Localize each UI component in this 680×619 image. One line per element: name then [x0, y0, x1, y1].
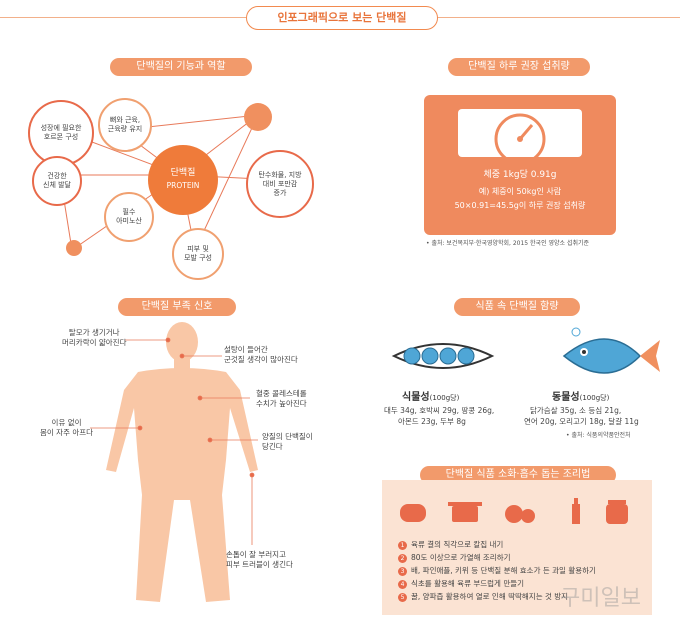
daily-line-3: 50×0.91=45.5g이 하루 권장 섭취량: [454, 201, 586, 210]
animal-title-unit: (100g당): [579, 394, 610, 402]
daily-title: 단백질 하루 권장 섭취량: [448, 58, 590, 76]
scale-dial-icon: [494, 113, 546, 157]
sign-nails: 손톱이 잘 부러지고 피부 트러블이 생긴다: [226, 550, 293, 569]
animal-line-1: 닭가슴살 35g, 소 등심 21g,: [530, 406, 622, 415]
daily-source: • 출처: 보건복지부·한국영양학회, 2015 한국인 영양소 섭취기준: [426, 240, 590, 247]
animal-title: 동물성(100g당): [552, 388, 609, 403]
sign-sick: 이유 없이 몸이 자주 아프다: [40, 418, 94, 437]
cooking-panel: [382, 480, 652, 615]
jar-icon: [606, 500, 628, 524]
animal-title-label: 동물성: [552, 392, 580, 403]
title-rule-right: [436, 17, 680, 18]
function-node-skin: 피부 및 모발 구성: [172, 228, 224, 280]
tip-bullet-icon: 1: [398, 540, 407, 550]
cooking-tip-5-text: 꿀, 양파즙 활용하여 열로 인해 딱딱해지는 것 방지: [411, 592, 569, 601]
deficiency-title: 단백질 부족 신호: [118, 298, 236, 316]
cooking-title: 단백질 식품 소화·흡수 돕는 조리법: [420, 466, 616, 484]
cooking-tip-4-text: 식초를 활용해 육류 부드럽게 만들기: [411, 579, 525, 588]
daily-line-2: 예) 체중이 50kg인 사람: [478, 187, 562, 196]
function-center-label: 단백질: [170, 168, 196, 178]
animal-line-2: 연어 20g, 오리고기 18g, 달걀 11g: [524, 417, 639, 426]
cooking-tip-1: 1 육류 결의 직각으로 칼집 내기: [398, 540, 503, 550]
main-title: 인포그래픽으로 보는 단백질: [246, 6, 438, 30]
sign-cholesterol: 혈중 콜레스테롤 수치가 높아진다: [256, 389, 307, 408]
decor-dot-small: [66, 240, 82, 256]
tip-bullet-icon: 2: [398, 553, 407, 563]
peapod-icon: [391, 343, 495, 369]
steak-icon: [400, 504, 426, 522]
watermark: 구미일보: [560, 586, 641, 611]
cooking-tip-2: 2 80도 이상으로 가열해 조리하기: [398, 553, 511, 563]
plant-title-label: 식물성: [402, 392, 430, 403]
function-center-sub: PROTEIN: [166, 181, 200, 190]
daily-line-1: 체중 1kg당 0.91g: [483, 170, 557, 180]
tip-bullet-icon: 4: [398, 579, 407, 589]
cooking-tip-3: 3 배, 파인애플, 키위 등 단백질 분해 효소가 든 과일 활용하기: [398, 566, 596, 576]
plant-line-1: 대두 34g, 호박씨 29g, 땅콩 26g,: [384, 406, 495, 415]
function-node-muscle: 뼈와 근육, 근육량 유지: [98, 98, 152, 152]
cooking-icons: [400, 498, 628, 524]
plant-title-unit: (100g당): [429, 394, 460, 402]
functions-title: 단백질의 기능과 역할: [110, 58, 252, 76]
plant-line-2: 아몬드 23g, 두부 8g: [398, 417, 466, 426]
food-title: 식품 속 단백질 함량: [454, 298, 580, 316]
pot-icon: [448, 502, 482, 522]
bottle-icon: [572, 498, 580, 524]
food-source: • 출처: 식품의약품안전처: [566, 432, 631, 439]
fish-icon: [562, 327, 660, 374]
function-node-hormone: 성장에 필요한 호르몬 구성: [28, 100, 94, 166]
cooking-tip-5: 5 꿀, 양파즙 활용하여 열로 인해 딱딱해지는 것 방지: [398, 592, 568, 602]
function-node-amino: 필수 아미노산: [104, 192, 154, 242]
deficiency-leader-lines: [90, 337, 258, 545]
sign-hair: 탈모가 생기거나 머리카락이 얇아진다: [62, 328, 127, 347]
function-center: 단백질 PROTEIN: [148, 145, 218, 215]
function-node-development: 건강한 신체 발달: [32, 156, 82, 206]
function-node-satiety: 탄수화물, 지방 대비 포만감 증가: [246, 150, 314, 218]
cooking-tip-4: 4 식초를 활용해 육류 부드럽게 만들기: [398, 579, 524, 589]
tip-bullet-icon: 3: [398, 566, 407, 576]
sign-sugar: 설탕이 들어간 군것질 생각이 많아진다: [224, 345, 298, 364]
tip-bullet-icon: 5: [398, 592, 407, 602]
decor-dot-large: [244, 103, 272, 131]
scale-card: 체중 1kg당 0.91g 예) 체중이 50kg인 사람 50×0.91=45…: [424, 95, 616, 235]
scale-window: [458, 109, 582, 157]
cooking-tip-2-text: 80도 이상으로 가열해 조리하기: [411, 553, 511, 562]
cooking-tip-3-text: 배, 파인애플, 키위 등 단백질 분해 효소가 든 과일 활용하기: [411, 566, 596, 575]
plant-title: 식물성(100g당): [402, 388, 459, 403]
body-silhouette: [106, 322, 258, 602]
sign-crave: 양질의 단백질이 당긴다: [262, 432, 313, 451]
title-rule-left: [0, 17, 246, 18]
cooking-tip-1-text: 육류 결의 직각으로 칼집 내기: [411, 540, 504, 549]
fruit-icon: [505, 505, 535, 523]
